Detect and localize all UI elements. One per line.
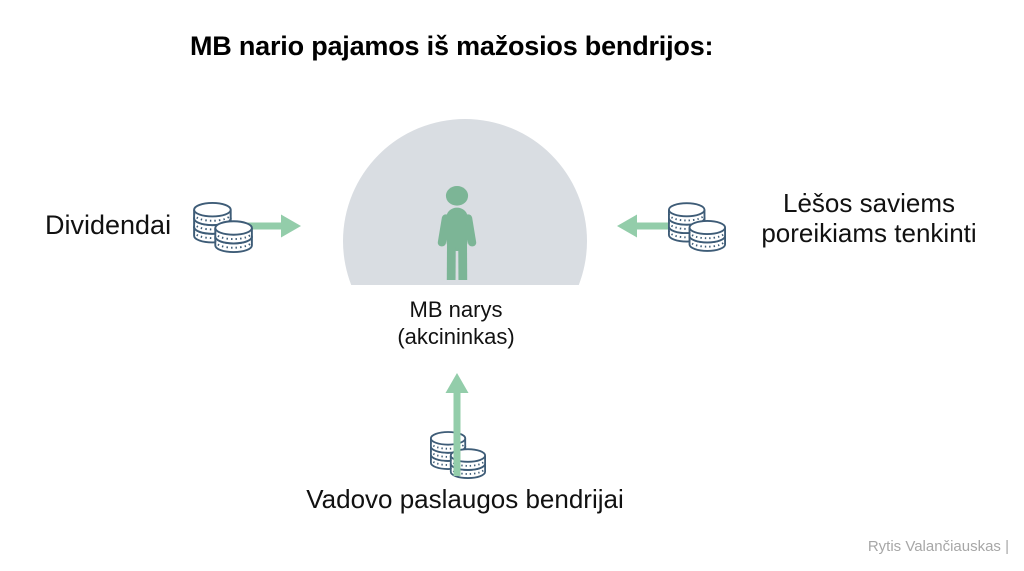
- flow-right-label: Lėšos saviems poreikiams tenkinti: [736, 188, 1002, 248]
- arrow-up-icon: [445, 373, 469, 476]
- coins-icon: [668, 202, 726, 253]
- center-node-label: MB narys (akcininkas): [334, 296, 578, 350]
- flow-left-label: Dividendai: [45, 210, 172, 240]
- center-label-line1: MB narys: [409, 297, 503, 322]
- flow-right-label-line1: Lėšos saviems: [783, 188, 955, 218]
- center-label-line2: (akcininkas): [397, 324, 515, 349]
- person-icon: [437, 186, 477, 280]
- slide-title: MB nario pajamos iš mažosios bendrijos:: [190, 31, 714, 61]
- footer-credit: Rytis Valančiauskas |: [867, 538, 1009, 555]
- flow-right-label-line2: poreikiams tenkinti: [761, 218, 977, 248]
- coins-icon: [193, 202, 253, 254]
- flow-bottom-label: Vadovo paslaugos bendrijai: [306, 484, 624, 514]
